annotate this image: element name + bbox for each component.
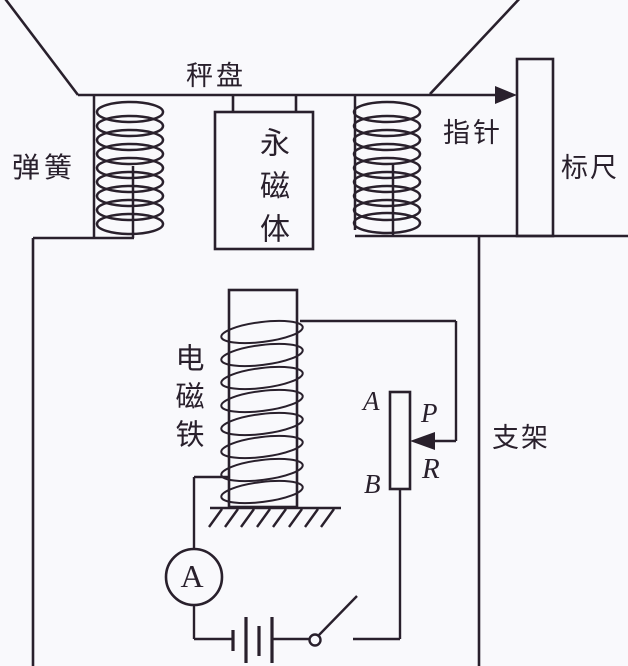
slider-p-label: P bbox=[421, 398, 438, 428]
rheostat-slider-arrow bbox=[410, 432, 435, 450]
right-spring bbox=[352, 96, 422, 236]
bracket-label: 支架 bbox=[492, 423, 550, 453]
ammeter-circle bbox=[164, 547, 224, 607]
circuit-wires bbox=[192, 319, 458, 641]
ammeter-label: A bbox=[180, 558, 204, 594]
battery bbox=[231, 617, 274, 663]
pan-connector bbox=[231, 96, 298, 112]
ground-symbol bbox=[208, 506, 341, 528]
electromagnet-label: 电磁铁 bbox=[171, 343, 203, 457]
pointer-label: 指针 bbox=[443, 118, 503, 148]
support-frame bbox=[31, 234, 628, 666]
rheostat-r-label: R bbox=[422, 453, 440, 485]
scale-bar bbox=[515, 57, 555, 238]
weighing-pan bbox=[4, 0, 521, 97]
pan-label: 秤盘 bbox=[186, 61, 246, 91]
ruler-label: 标尺 bbox=[561, 153, 619, 183]
spring-label: 弹簧 bbox=[12, 152, 77, 183]
permanent-magnet-label: 永磁体 bbox=[255, 127, 288, 256]
pointer-arrow bbox=[495, 86, 517, 104]
terminal-a-label: A bbox=[363, 386, 380, 416]
terminal-b-label: B bbox=[364, 469, 381, 499]
rheostat bbox=[388, 390, 412, 491]
permanent-magnet-box bbox=[213, 110, 315, 251]
left-spring bbox=[92, 96, 165, 238]
switch bbox=[308, 595, 358, 647]
electromagnet-coil bbox=[220, 319, 304, 505]
